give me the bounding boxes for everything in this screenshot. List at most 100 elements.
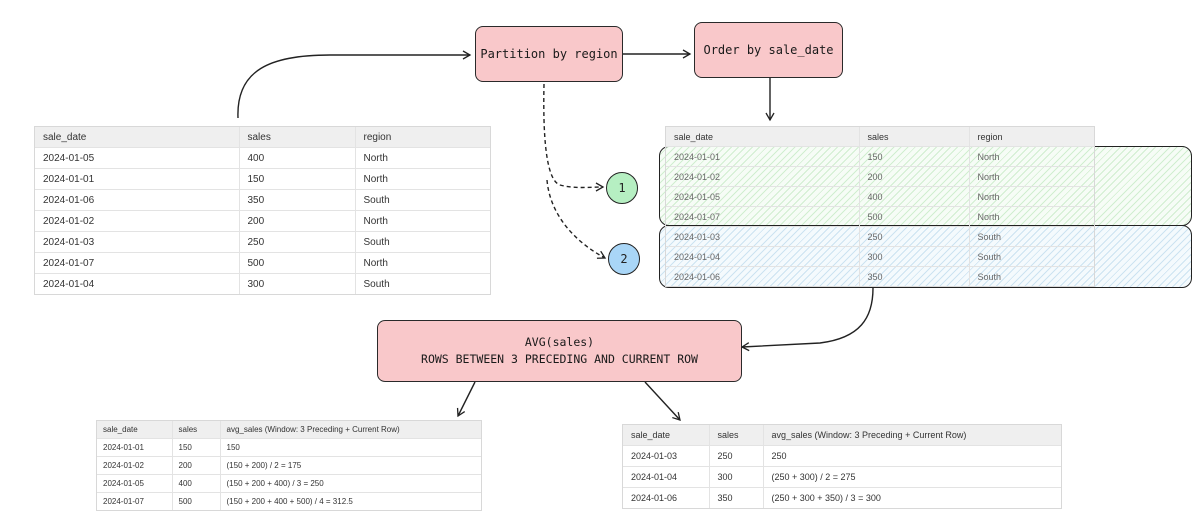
partition-2-number: 2: [620, 252, 628, 266]
table-cell: 250: [859, 226, 970, 247]
table-cell: 300: [859, 246, 970, 267]
column-header: avg_sales (Window: 3 Preceding + Current…: [763, 425, 1061, 446]
avg-frame-label: ROWS BETWEEN 3 PRECEDING AND CURRENT ROW: [421, 352, 698, 366]
table-cell: 400: [859, 186, 970, 207]
table-cell: 2024-01-06: [666, 266, 860, 286]
order-step-box: Order by sale_date: [694, 22, 843, 78]
table-cell: 350: [239, 189, 356, 211]
table-cell: 2024-01-06: [623, 487, 710, 508]
table-cell: 150: [859, 146, 970, 167]
table-cell: (250 + 300 + 350) / 3 = 300: [771, 493, 881, 503]
table-cell: 500: [239, 252, 356, 274]
table-cell: 200: [172, 456, 221, 475]
table-cell: 2024-01-03: [623, 445, 710, 467]
table-cell: (150 + 200) / 2 = 175: [220, 456, 481, 475]
table-cell: North: [969, 146, 1094, 167]
column-header: sale_date: [623, 425, 710, 446]
table-cell: North: [355, 252, 490, 274]
table-cell: 2024-01-02: [97, 456, 173, 475]
table-cell: 2024-01-01: [666, 146, 860, 167]
table-header-row: sale_date sales avg_sales (Window: 3 Pre…: [623, 425, 1061, 446]
table-cell: 2024-01-04: [623, 466, 710, 488]
table-cell: North: [355, 210, 490, 232]
order-step-label: Order by sale_date: [703, 43, 834, 57]
table-cell: 200: [239, 210, 356, 232]
avg-function-label: AVG(sales): [524, 335, 595, 349]
table-cell: 2024-01-05: [97, 474, 173, 493]
dashed-arrow-partition-1: [543, 83, 605, 192]
partition-step-label: Partition by region: [480, 47, 618, 61]
table-cell: 500: [859, 206, 970, 227]
table-cell: North: [969, 166, 1094, 187]
table-cell: (250 + 300) / 2 = 275: [763, 466, 1061, 488]
table-cell: South: [355, 231, 490, 253]
table-cell: 150: [239, 168, 356, 190]
column-header: sales: [709, 425, 764, 446]
column-header: avg_sales (Window: 3 Preceding + Current…: [220, 421, 481, 439]
table-cell: 200: [859, 166, 970, 187]
arrow-avg-to-south-result: [644, 381, 681, 421]
partition-2-badge: 2: [608, 243, 640, 275]
table-cell: 2024-01-01: [97, 438, 173, 457]
table-cell: 300: [239, 273, 356, 294]
table-cell: South: [977, 271, 1002, 282]
table-cell: 2024-01-01: [35, 168, 240, 190]
arrow-source-to-partition: [237, 50, 472, 119]
table-header-row: sale_date sales region: [666, 127, 1094, 147]
column-header: sales: [859, 127, 970, 147]
arrow-sorted-to-avg: [740, 287, 874, 352]
column-header: region: [969, 127, 1094, 147]
table-cell: 2024-01-04: [666, 246, 860, 267]
column-header: sales: [239, 127, 356, 148]
table-cell: 2024-01-05: [666, 186, 860, 207]
table-cell: 300: [709, 466, 764, 488]
table-cell: 2024-01-03: [35, 231, 240, 253]
table-cell: 2024-01-03: [666, 226, 860, 247]
table-cell: 350: [709, 487, 764, 508]
column-header: sale_date: [97, 421, 173, 439]
partition-step-box: Partition by region: [475, 26, 623, 82]
north-result-table: sale_date sales avg_sales (Window: 3 Pre…: [96, 420, 482, 511]
table-cell: 150: [220, 438, 481, 457]
south-result-table: sale_date sales avg_sales (Window: 3 Pre…: [622, 424, 1062, 509]
table-cell: 350: [859, 266, 970, 286]
table-cell: 250: [239, 231, 356, 253]
table-cell: North: [969, 206, 1094, 227]
table-cell: North: [355, 168, 490, 190]
table-cell: North: [969, 186, 1094, 207]
table-cell: South: [355, 189, 490, 211]
table-header-row: sale_date sales region: [35, 127, 490, 148]
partition-1-number: 1: [618, 181, 626, 195]
column-header: region: [355, 127, 490, 148]
table-cell: 400: [172, 474, 221, 493]
column-header: sales: [172, 421, 221, 439]
table-cell: 2024-01-05: [35, 147, 240, 169]
table-cell: 2024-01-07: [97, 492, 173, 510]
table-cell: South: [363, 278, 390, 290]
table-cell: 2024-01-04: [35, 273, 240, 294]
table-cell: 150: [172, 438, 221, 457]
arrow-avg-to-north-result: [456, 381, 476, 418]
dashed-arrow-partition-2: [546, 179, 607, 259]
table-cell: 2024-01-07: [666, 206, 860, 227]
table-cell: North: [355, 147, 490, 169]
column-header: sale_date: [666, 127, 860, 147]
table-cell: 2024-01-02: [35, 210, 240, 232]
table-cell: South: [969, 226, 1094, 247]
